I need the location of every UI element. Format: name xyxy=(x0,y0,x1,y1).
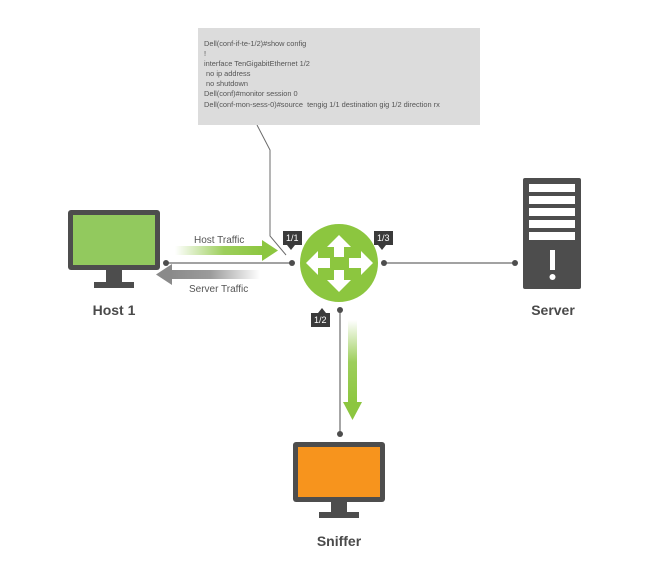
cli-line: no shutdown xyxy=(204,79,248,89)
port-label-host: 1/1 xyxy=(283,231,302,250)
host-label: Host 1 xyxy=(92,302,136,318)
server-link xyxy=(381,260,518,266)
cli-line: no ip address xyxy=(204,69,251,79)
server-label: Server xyxy=(531,302,575,318)
server-traffic-arrow xyxy=(156,264,260,285)
port-label-server: 1/3 xyxy=(374,231,393,250)
server-tower-icon xyxy=(523,178,581,289)
cli-line: Dell(conf-mon-sess-0)#source tengig 1/1 … xyxy=(204,99,440,109)
cli-line: ! xyxy=(204,49,207,59)
sniffer-monitor-icon xyxy=(293,442,385,518)
router-icon xyxy=(298,222,380,304)
cli-line: interface TenGigabitEthernet 1/2 xyxy=(204,59,310,69)
cli-config-box: Dell(conf-if-te-1/2)#show config ! inter… xyxy=(198,28,480,125)
host-link xyxy=(163,260,295,266)
sniffer-label: Sniffer xyxy=(316,533,362,549)
port-label-sniffer: 1/2 xyxy=(311,308,330,327)
host-monitor-icon xyxy=(68,210,160,288)
host-traffic-arrow xyxy=(175,240,278,261)
cli-line: Dell(conf)#monitor session 0 xyxy=(204,89,298,99)
server-traffic-label: Server Traffic xyxy=(189,284,249,295)
cli-line: Dell(conf-if-te-1/2)#show config xyxy=(204,39,307,48)
sniffer-link xyxy=(337,307,343,437)
cli-callout-line xyxy=(256,124,287,256)
host-traffic-label: Host Traffic xyxy=(194,235,245,246)
mirror-traffic-arrow xyxy=(343,320,362,420)
